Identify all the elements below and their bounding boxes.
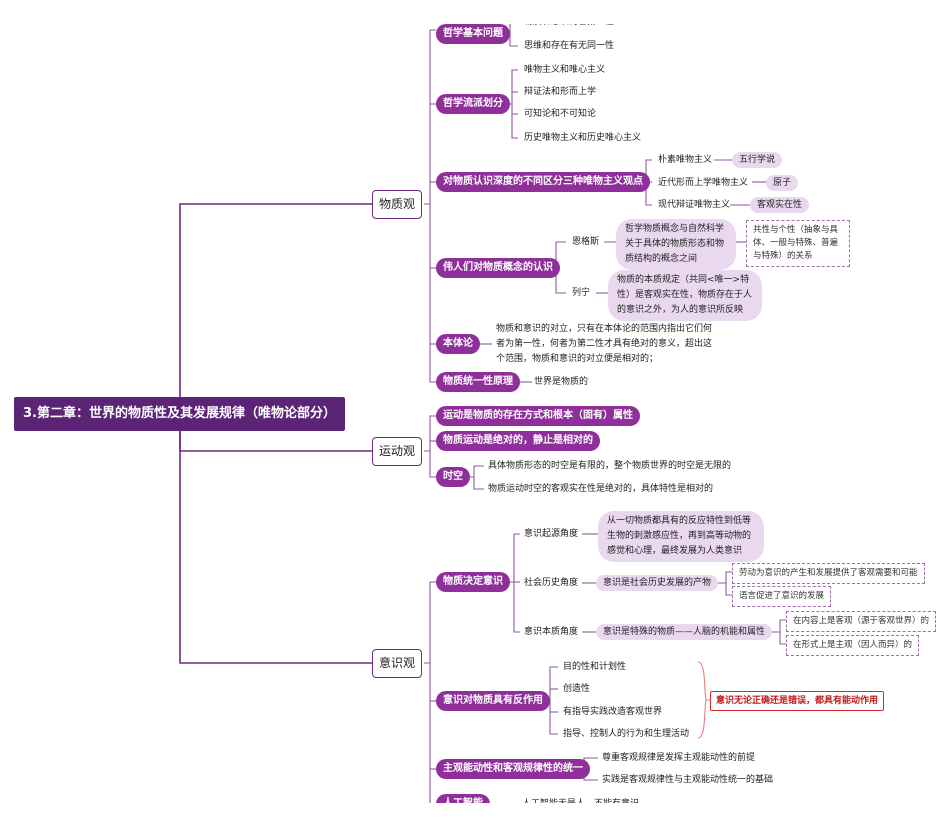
benzhi-note-1[interactable]: 在内容上是客观（源于客观世界）的 xyxy=(786,611,937,632)
tag-yuanzi[interactable]: 原子 xyxy=(766,175,799,191)
node-nengdong[interactable]: 主观能动性和客观规律性的统一 xyxy=(436,759,590,779)
node-tongyi[interactable]: 物质统一性原理 xyxy=(436,372,520,392)
leaf-lenin[interactable]: 列宁 xyxy=(572,288,591,298)
benzhi-note-2[interactable]: 在形式上是主观（因人而异）的 xyxy=(786,635,920,656)
node-yundong-1[interactable]: 运动是物质的存在方式和根本（固有）属性 xyxy=(436,406,640,426)
leaf-sanzhong-1[interactable]: 朴素唯物主义 xyxy=(658,155,713,165)
leaf-bentilun-text[interactable]: 物质和意识的对立，只有在本体论的范围内指出它们何者为第一性，何者为第二性才具有绝… xyxy=(496,324,713,364)
leaf-fanzuoyong-4[interactable]: 指导、控制人的行为和生理活动 xyxy=(563,729,690,739)
leaf-sanzhong-3[interactable]: 现代辩证唯物主义 xyxy=(658,200,731,210)
shehui-pill[interactable]: 意识是社会历史发展的产物 xyxy=(596,575,719,591)
benzhi-pill[interactable]: 意识是特殊的物质——人脑的机能和属性 xyxy=(596,624,773,640)
leaf-shikong-1[interactable]: 具体物质形态的时空是有限的，整个物质世界的时空是无限的 xyxy=(488,461,732,471)
tag-keguan-shizai[interactable]: 客观实在性 xyxy=(750,197,810,213)
leaf-zhexue-jiben-2[interactable]: 思维和存在有无同一性 xyxy=(524,41,615,51)
leaf-qiyuan[interactable]: 意识起源角度 xyxy=(524,529,579,539)
node-jueding[interactable]: 物质决定意识 xyxy=(436,572,510,592)
leaf-nengdong-2[interactable]: 实践是客观规律性与主观能动性统一的基础 xyxy=(602,775,774,785)
shehui-note-2[interactable]: 语言促进了意识的发展 xyxy=(732,586,832,607)
leaf-engels[interactable]: 恩格斯 xyxy=(572,237,600,247)
engels-note[interactable]: 共性与个性（抽象与具体、一般与特殊、普遍与特殊）的关系 xyxy=(746,220,850,267)
top-margin xyxy=(0,0,950,24)
node-weiren[interactable]: 伟人们对物质概念的认识 xyxy=(436,258,560,278)
root-topic[interactable]: 3.第二章：世界的物质性及其发展规律（唯物论部分） xyxy=(14,397,345,431)
branch-yishiguan[interactable]: 意识观 xyxy=(372,649,423,678)
node-zhexue-jiben[interactable]: 哲学基本问题 xyxy=(436,24,510,44)
leaf-nengdong-1[interactable]: 尊重客观规律是发挥主观能动性的前提 xyxy=(602,753,756,763)
tag-wuxing[interactable]: 五行学说 xyxy=(732,152,783,168)
leaf-shikong-2[interactable]: 物质运动时空的客观实在性是绝对的，具体特性是相对的 xyxy=(488,484,714,494)
leaf-liupai-3[interactable]: 可知论和不可知论 xyxy=(524,109,597,119)
qiyuan-blob[interactable]: 从一切物质都具有的反应特性到低等生物的刺激感应性，再到高等动物的感觉和心理，最终… xyxy=(598,511,764,562)
leaf-fanzuoyong-1[interactable]: 目的性和计划性 xyxy=(563,662,627,672)
branch-yundongguan[interactable]: 运动观 xyxy=(372,437,423,466)
leaf-shehui[interactable]: 社会历史角度 xyxy=(524,578,579,588)
node-yundong-2[interactable]: 物质运动是绝对的，静止是相对的 xyxy=(436,431,600,451)
leaf-tongyi-text[interactable]: 世界是物质的 xyxy=(534,377,589,387)
node-zhexue-liupai[interactable]: 哲学流派划分 xyxy=(436,94,510,114)
shehui-note-1[interactable]: 劳动为意识的产生和发展提供了客观需要和可能 xyxy=(732,563,925,584)
bottom-margin xyxy=(0,803,950,830)
leaf-liupai-4[interactable]: 历史唯物主义和历史唯心主义 xyxy=(524,133,642,143)
leaf-fanzuoyong-2[interactable]: 创造性 xyxy=(563,684,591,694)
node-bentilun[interactable]: 本体论 xyxy=(436,334,480,354)
engels-blob[interactable]: 哲学物质概念与自然科学关于具体的物质形态和物质结构的概念之间 xyxy=(616,219,736,270)
leaf-liupai-1[interactable]: 唯物主义和唯心主义 xyxy=(524,65,606,75)
leaf-sanzhong-2[interactable]: 近代形而上学唯物主义 xyxy=(658,178,749,188)
leaf-fanzuoyong-3[interactable]: 有指导实践改造客观世界 xyxy=(563,707,663,717)
branch-wuzhiguan[interactable]: 物质观 xyxy=(372,190,423,219)
node-fanzuoyong[interactable]: 意识对物质具有反作用 xyxy=(436,691,550,711)
lenin-blob[interactable]: 物质的本质规定（共同<唯一>特性）是客观实在性，物质存在于人的意识之外，为人的意… xyxy=(608,270,762,321)
leaf-liupai-2[interactable]: 辩证法和形而上学 xyxy=(524,87,597,97)
leaf-benzhi[interactable]: 意识本质角度 xyxy=(524,627,579,637)
node-sanzhong[interactable]: 对物质认识深度的不同区分三种唯物主义观点 xyxy=(436,172,650,192)
node-shikong[interactable]: 时空 xyxy=(436,467,470,487)
red-note[interactable]: 意识无论正确还是错误，都具有能动作用 xyxy=(710,691,885,711)
